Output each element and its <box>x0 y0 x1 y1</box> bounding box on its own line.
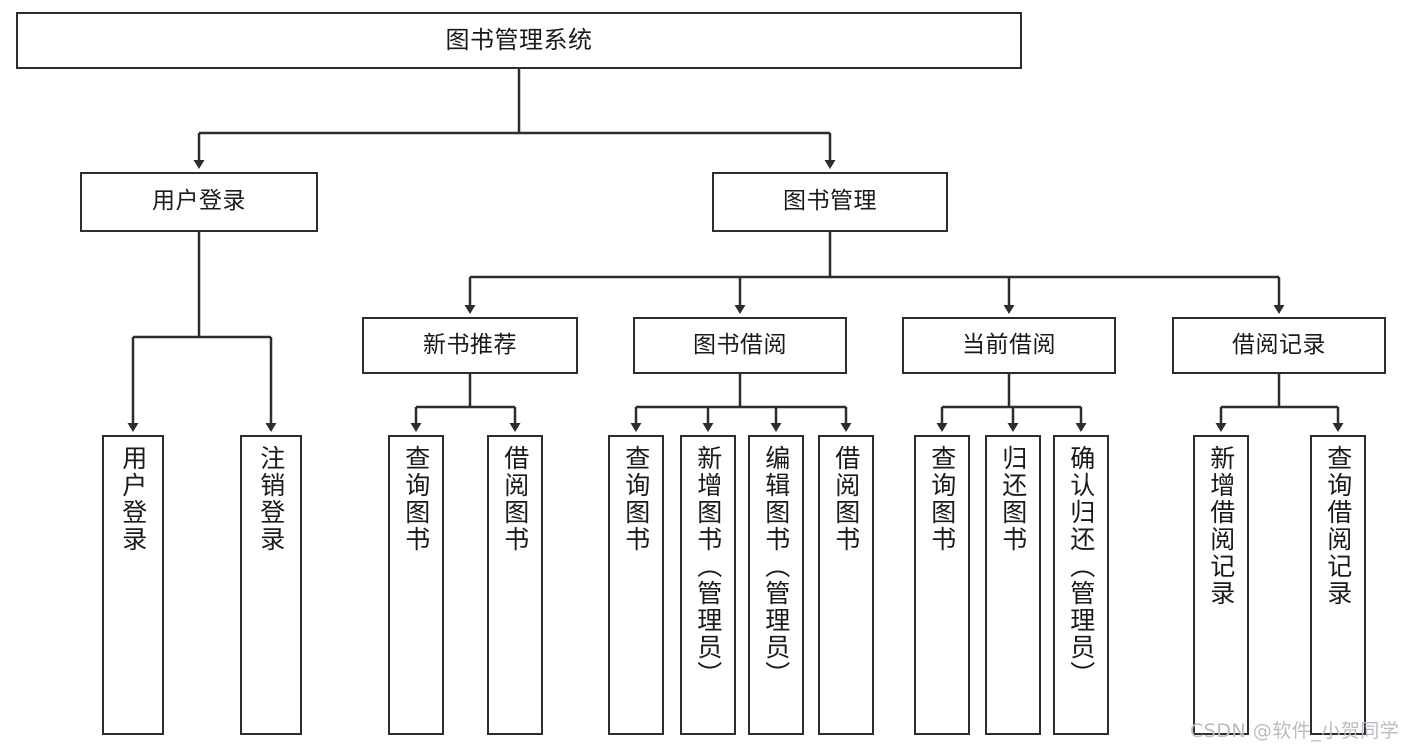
leaf-confirm-return-label: 确认归还（管理员） <box>1066 445 1096 688</box>
node-new-book-recommend-label: 新书推荐 <box>423 331 517 358</box>
node-book-manage[interactable]: 图书管理 <box>712 172 948 232</box>
node-book-borrow[interactable]: 图书借阅 <box>633 317 847 374</box>
node-book-borrow-label: 图书借阅 <box>693 331 787 358</box>
leaf-query-book-2[interactable]: 查询图书 <box>608 435 664 735</box>
node-current-borrow-label: 当前借阅 <box>962 331 1056 358</box>
node-book-manage-label: 图书管理 <box>783 188 877 215</box>
leaf-user-login[interactable]: 用户登录 <box>102 435 164 735</box>
leaf-query-book-3-label: 查询图书 <box>927 445 957 553</box>
leaf-query-book-2-label: 查询图书 <box>621 445 651 553</box>
leaf-add-book-label: 新增图书（管理员） <box>693 445 723 688</box>
node-user-login[interactable]: 用户登录 <box>80 172 318 232</box>
node-borrow-record-label: 借阅记录 <box>1232 331 1326 358</box>
node-new-book-recommend[interactable]: 新书推荐 <box>362 317 578 374</box>
leaf-edit-book-label: 编辑图书（管理员） <box>761 445 791 688</box>
leaf-query-book-3[interactable]: 查询图书 <box>914 435 970 735</box>
leaf-user-login-label: 用户登录 <box>118 445 148 553</box>
leaf-borrow-book-2-label: 借阅图书 <box>831 445 861 553</box>
node-root-label: 图书管理系统 <box>445 26 593 55</box>
node-borrow-record[interactable]: 借阅记录 <box>1172 317 1386 374</box>
node-user-login-label: 用户登录 <box>152 188 246 215</box>
node-current-borrow[interactable]: 当前借阅 <box>902 317 1116 374</box>
watermark: CSDN @软件_小贺同学 <box>1190 720 1400 742</box>
leaf-user-logout-label: 注销登录 <box>256 445 286 553</box>
leaf-return-book-label: 归还图书 <box>998 445 1028 553</box>
leaf-query-book-1-label: 查询图书 <box>401 445 431 553</box>
leaf-add-record[interactable]: 新增借阅记录 <box>1193 435 1249 735</box>
leaf-borrow-book-1[interactable]: 借阅图书 <box>487 435 543 735</box>
leaf-query-book-1[interactable]: 查询图书 <box>388 435 444 735</box>
leaf-add-book[interactable]: 新增图书（管理员） <box>680 435 736 735</box>
node-root[interactable]: 图书管理系统 <box>16 12 1022 69</box>
leaf-return-book[interactable]: 归还图书 <box>985 435 1041 735</box>
leaf-add-record-label: 新增借阅记录 <box>1206 445 1236 607</box>
leaf-query-record-label: 查询借阅记录 <box>1323 445 1353 607</box>
leaf-user-logout[interactable]: 注销登录 <box>240 435 302 735</box>
leaf-confirm-return[interactable]: 确认归还（管理员） <box>1053 435 1109 735</box>
leaf-borrow-book-1-label: 借阅图书 <box>500 445 530 553</box>
leaf-query-record[interactable]: 查询借阅记录 <box>1310 435 1366 735</box>
leaf-edit-book[interactable]: 编辑图书（管理员） <box>748 435 804 735</box>
leaf-borrow-book-2[interactable]: 借阅图书 <box>818 435 874 735</box>
